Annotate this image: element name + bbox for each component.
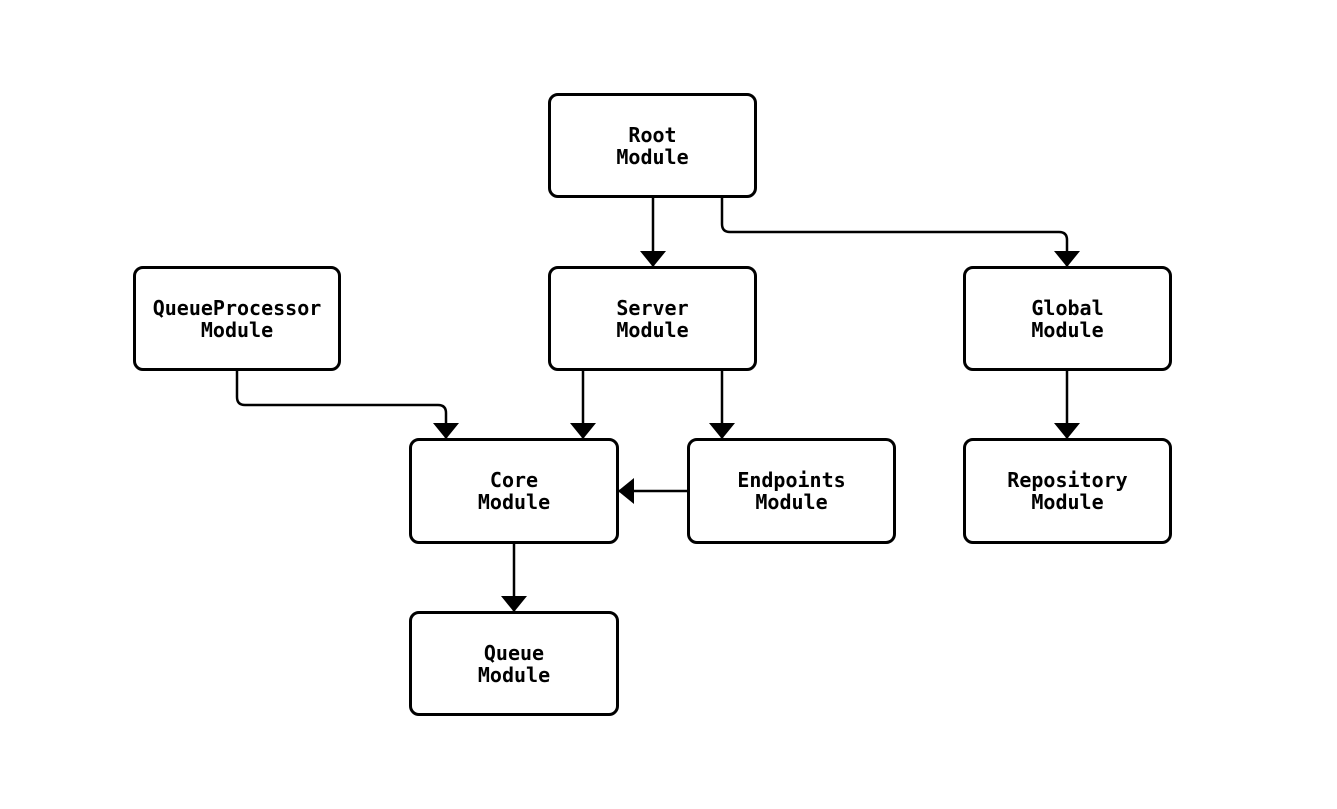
node-queue-module: Queue Module	[409, 611, 619, 716]
node-root-module: Root Module	[548, 93, 757, 198]
node-repository-module: Repository Module	[963, 438, 1172, 544]
edge-root-to-global	[720, 198, 1080, 267]
edge-queueprocessor-to-core	[235, 371, 459, 439]
node-core-module-label: Core Module	[477, 468, 551, 514]
node-queue-module-label: Queue Module	[477, 640, 551, 687]
node-endpoints-module: Endpoints Module	[687, 438, 896, 544]
node-global-module: Global Module	[963, 266, 1172, 371]
node-global-module-label: Global Module	[1031, 295, 1104, 342]
node-root-module-label: Root Module	[616, 122, 689, 169]
node-repository-module-label: Repository Module	[1007, 468, 1128, 514]
node-queueprocessor-module-label: QueueProcessor Module	[152, 295, 322, 342]
node-endpoints-module-label: Endpoints Module	[737, 468, 846, 514]
node-core-module: Core Module	[409, 438, 619, 544]
node-server-module: Server Module	[548, 266, 757, 371]
node-server-module-label: Server Module	[616, 295, 689, 342]
node-queueprocessor-module: QueueProcessor Module	[133, 266, 341, 371]
